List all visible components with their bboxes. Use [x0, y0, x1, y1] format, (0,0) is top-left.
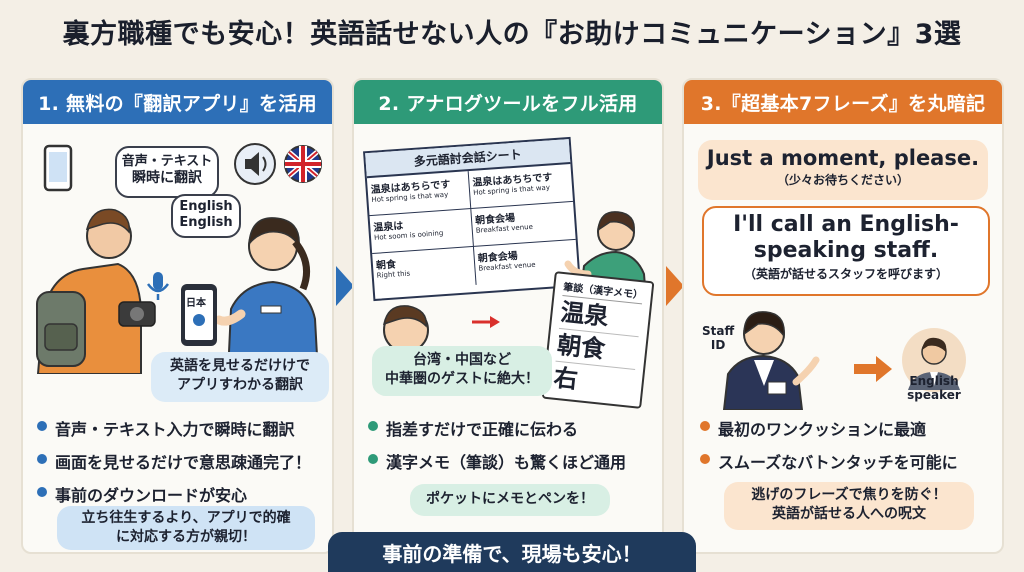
english-speaker-figure: [902, 328, 966, 392]
bullet-dot: [37, 454, 47, 464]
staff-label-line1: Staff: [702, 324, 735, 338]
speaker-label-line1: English: [909, 374, 959, 388]
bullet-item: 音声・テキスト入力で瞬時に翻訳: [35, 416, 311, 440]
arrow-icon: [854, 356, 892, 382]
bullet-item: 指差すだけで正確に伝わる: [366, 416, 626, 440]
staff-label-line2: ID: [710, 338, 726, 353]
staff-figure: [214, 217, 320, 374]
analog-bullets: 指差すだけで正確に伝わる 漢字メモ（筆談）も驚くほど通用: [366, 416, 626, 482]
phrase-bubble-2: I'll call an English- speaking staff. （英…: [702, 206, 990, 296]
translate-bubble-line2: 瞬時に翻訳: [132, 170, 202, 187]
phrases-note-line2: 英語が話せる人への呪文: [772, 505, 926, 522]
bullet-text: 画面を見せるだけで意思疎通完了！: [55, 453, 312, 472]
translate-bubble: 音声・テキスト 瞬時に翻訳: [115, 146, 219, 198]
column-translation-app: 1. 無料の『翻訳アプリ』を活用: [21, 78, 334, 554]
phrase-1-japanese: （少々お待ちください）: [776, 173, 909, 188]
phrase-2-japanese: （英語が話せるスタッフを呼びます）: [743, 266, 948, 281]
bullet-item: スムーズなバトンタッチを可能に: [698, 449, 958, 473]
bullet-text: 事前のダウンロードが安心: [55, 486, 248, 505]
column-2-header: 2. アナログツールをフル活用: [354, 80, 662, 124]
bullet-text: スムーズなバトンタッチを可能に: [718, 453, 958, 472]
bullet-dot: [700, 454, 710, 464]
bullet-dot: [368, 454, 378, 464]
phone-label: 日本: [186, 298, 206, 309]
speaker-icon: [234, 143, 276, 185]
english-bubble-line2: English: [179, 215, 233, 231]
phrase-2-english-line1: I'll call an English-: [733, 212, 959, 237]
column-basic-phrases: 3.『超基本7フレーズ』を丸暗記 Just a moment, please. …: [682, 78, 1004, 554]
phone-screen: [181, 284, 217, 346]
arrow-icon: [666, 266, 684, 306]
uk-flag-icon: [284, 145, 322, 183]
english-bubble-line1: English: [179, 199, 233, 214]
footer-banner: 事前の準備で、現場も安心！: [328, 532, 696, 572]
bullet-text: 指差すだけで正確に伝わる: [386, 420, 579, 439]
arrow-icon: [336, 266, 354, 306]
bullet-item: 最初のワンクッションに最適: [698, 416, 958, 440]
bullet-text: 最初のワンクッションに最適: [718, 420, 927, 439]
microphone-icon: [146, 272, 170, 300]
speaker-label-line2: speaker: [907, 388, 961, 403]
bullet-dot: [37, 421, 47, 431]
staff-figure: [722, 311, 820, 410]
bullet-text: 漢字メモ（筆談）も驚くほど通用: [386, 453, 627, 472]
memo-pad: 筆談（漢字メモ） 温泉 朝食 右: [541, 271, 655, 409]
translation-caption: 英語を見せるだけけで アプリすわかる翻訳: [151, 352, 329, 402]
bullet-dot: [37, 487, 47, 497]
smartphone-icon: [43, 144, 73, 192]
page-title: 裏方職種でも安心！英語話せない人の『お助けコミュニケーション』3選: [62, 19, 962, 50]
bullet-item: 漢字メモ（筆談）も驚くほど通用: [366, 449, 626, 473]
staff-label: Staff ID: [702, 324, 734, 353]
column-1-header: 1. 無料の『翻訳アプリ』を活用: [23, 80, 332, 124]
phrases-bullets: 最初のワンクッションに最適 スムーズなバトンタッチを可能に: [698, 416, 958, 482]
phrase-2-english-line2: speaking staff.: [753, 238, 939, 264]
phrase-bubble-1: Just a moment, please. （少々お待ちください）: [698, 140, 988, 200]
translate-bubble-line1: 音声・テキスト: [121, 154, 213, 169]
analog-caption: 台湾・中国など 中華圏のゲストに絶大！: [372, 346, 552, 396]
english-bubble: English English: [171, 194, 241, 238]
bullet-dot: [700, 421, 710, 431]
bullet-item: 画面を見せるだけで意思疎通完了！: [35, 449, 311, 473]
translation-note: 立ち往生するより、アプリで的確 に対応する方が親切！: [57, 506, 315, 550]
translation-caption-line2: アプリすわかる翻訳: [177, 376, 303, 393]
translation-note-line1: 立ち往生するより、アプリで的確: [81, 510, 291, 526]
bullet-text: 音声・テキスト入力で瞬時に翻訳: [55, 420, 295, 439]
translation-note-line2: に対応する方が親切！: [116, 528, 256, 545]
phrase-1-english: Just a moment, please.: [706, 146, 980, 170]
translation-caption-line1: 英語を見せるだけけで: [170, 358, 310, 374]
phrases-illustration: [722, 311, 966, 410]
bullet-dot: [368, 421, 378, 431]
bullet-item: 事前のダウンロードが安心: [35, 482, 311, 506]
translation-bullets: 音声・テキスト入力で瞬時に翻訳 画面を見せるだけで意思疎通完了！ 事前のダウンロ…: [35, 416, 311, 515]
translation-app-illustration: [36, 143, 322, 374]
analog-note: ポケットにメモとペンを！: [410, 484, 610, 516]
phrases-note-line1: 逃げのフレーズで焦りを防ぐ！: [751, 487, 947, 503]
column-3-header: 3.『超基本7フレーズ』を丸暗記: [684, 80, 1002, 124]
column-analog-tools: 2. アナログツールをフル活用 多元語討会話シート 温泉はあちらです Hot s…: [352, 78, 664, 554]
analog-caption-line2: 中華圏のゲストに絶大！: [385, 370, 539, 387]
phrases-note: 逃げのフレーズで焦りを防ぐ！ 英語が話せる人への呪文: [724, 482, 974, 530]
traveller-figure: [36, 208, 156, 374]
analog-caption-line1: 台湾・中国など: [413, 352, 511, 368]
speaker-label: English speaker: [906, 374, 962, 403]
